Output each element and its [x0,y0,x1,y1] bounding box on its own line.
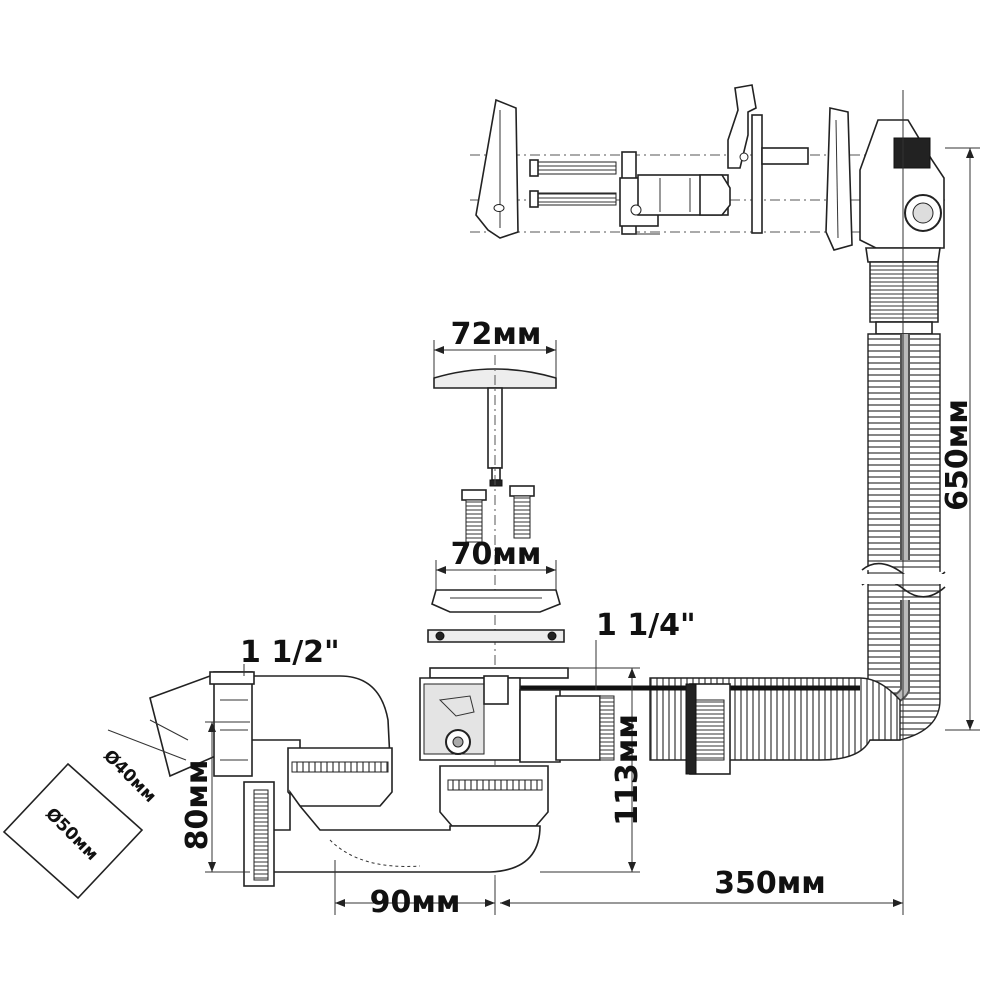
dim-drain-height: 113мм [610,714,645,826]
overflow-hose [861,333,946,741]
overflow-rosette [825,107,853,251]
dim-trap-height: 80мм [180,760,215,851]
overflow-body [859,119,945,335]
dim-outlet-inner: Ø40мм [99,746,160,807]
dim-drain-to-overflow: 350мм [714,866,826,901]
overflow-lever-bracket [619,151,731,235]
dim-thread-overflow: 1 1/4" [596,608,696,643]
drain-body [419,667,615,763]
outlet-sleeve [2,719,189,900]
dim-trap-length: 90мм [370,885,461,920]
dim-thread-outlet: 1 1/2" [240,635,340,670]
dim-flange-diameter: 70мм [451,537,542,572]
drain-screws [461,485,535,543]
overflow-handle [727,84,809,234]
overflow-cover [475,98,519,239]
dimension-lines [205,90,980,915]
overflow-screws [529,159,617,208]
drain-gasket [427,629,565,643]
dim-overflow-hose-height: 650мм [940,399,975,511]
dim-stopper-diameter: 72мм [451,317,542,352]
drain-flange [431,589,561,613]
trap [149,671,549,887]
horizontal-hose [510,677,901,775]
stopper-assembly [433,355,557,880]
overflow-assembly [470,84,945,335]
